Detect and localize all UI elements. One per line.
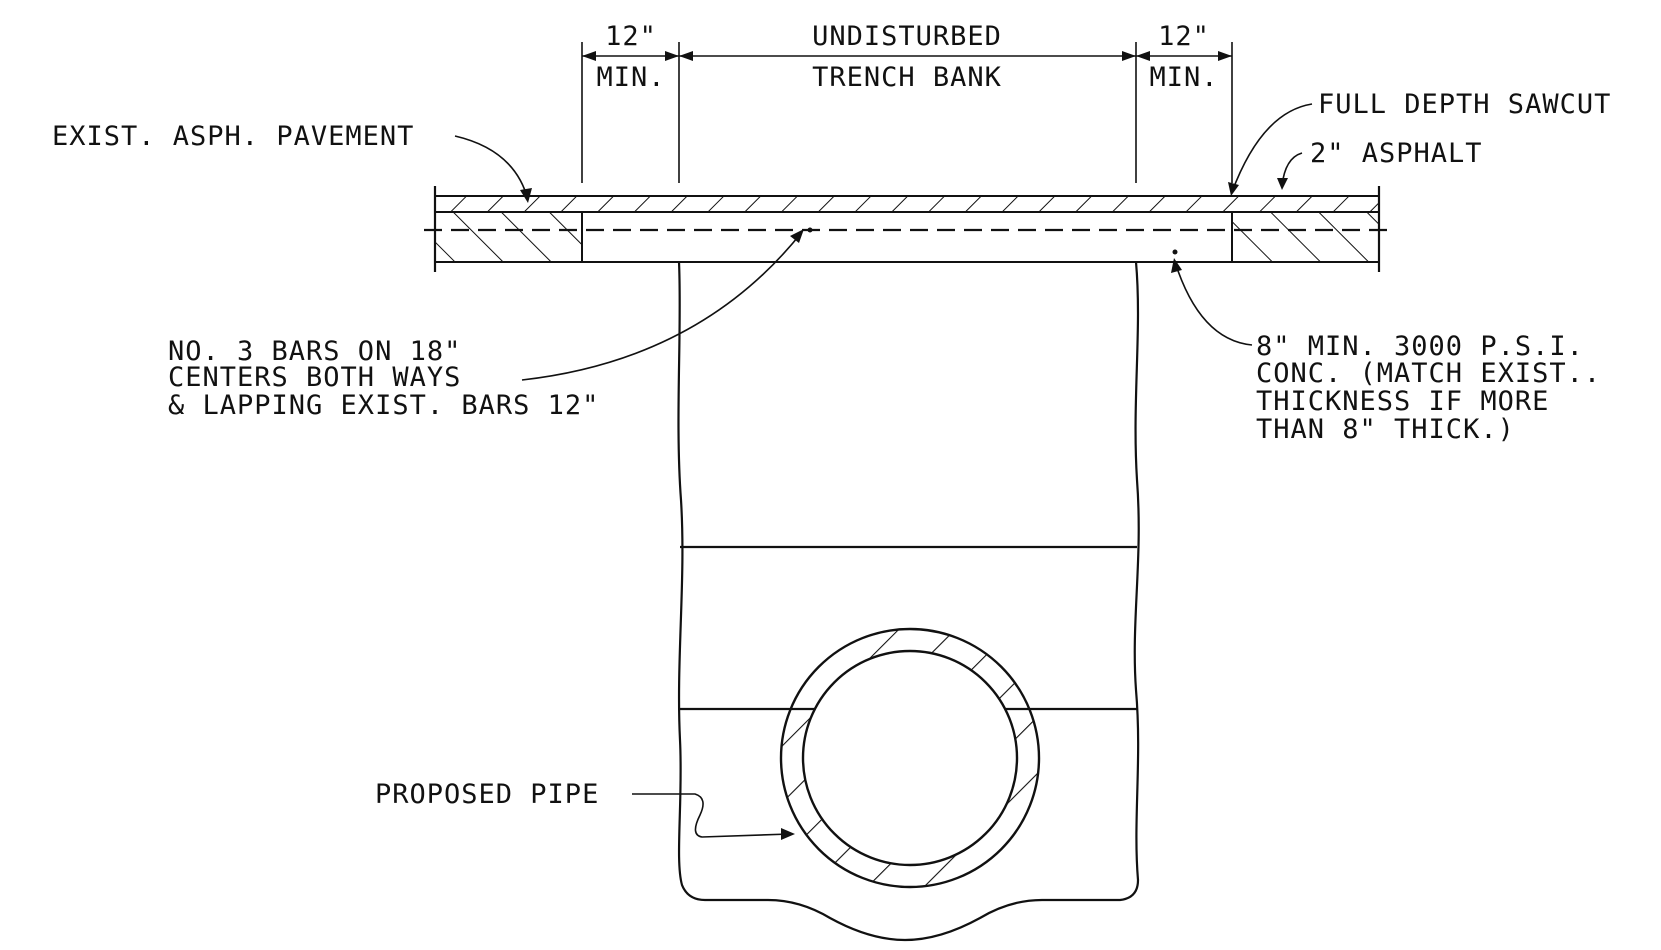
right-dim-unit: MIN. [1149, 62, 1218, 93]
conc-label-line-3: THICKNESS IF MORE [1256, 386, 1549, 417]
bars-label-line-2: CENTERS BOTH WAYS [168, 362, 461, 393]
pipe-label: PROPOSED PIPE [375, 779, 599, 810]
bars-label-line-3: & LAPPING EXIST. BARS 12" [168, 390, 599, 421]
asphalt-label: 2" ASPHALT [1310, 138, 1483, 169]
left-dim-unit: MIN. [596, 62, 665, 93]
conc-label-line-4: THAN 8" THICK.) [1256, 414, 1515, 445]
exist-pavement-label: EXIST. ASPH. PAVEMENT [52, 121, 414, 152]
center-dim-bottom: TRENCH BANK [812, 62, 1002, 93]
conc-label-line-2: CONC. (MATCH EXIST.. [1256, 358, 1601, 389]
bars-label-line-1: NO. 3 BARS ON 18" [168, 336, 461, 367]
proposed-pipe-graphic [779, 627, 1041, 889]
sawcut-label: FULL DEPTH SAWCUT [1318, 89, 1611, 120]
right-dim-value: 12" [1158, 21, 1210, 52]
conc-label-line-1: 8" MIN. 3000 P.S.I. [1256, 331, 1584, 362]
dimension-lines [581, 42, 1233, 183]
pavement-section [424, 186, 1390, 272]
left-dim-value: 12" [605, 21, 657, 52]
center-dim-top: UNDISTURBED [812, 21, 1002, 52]
leader-lines [454, 103, 1313, 840]
